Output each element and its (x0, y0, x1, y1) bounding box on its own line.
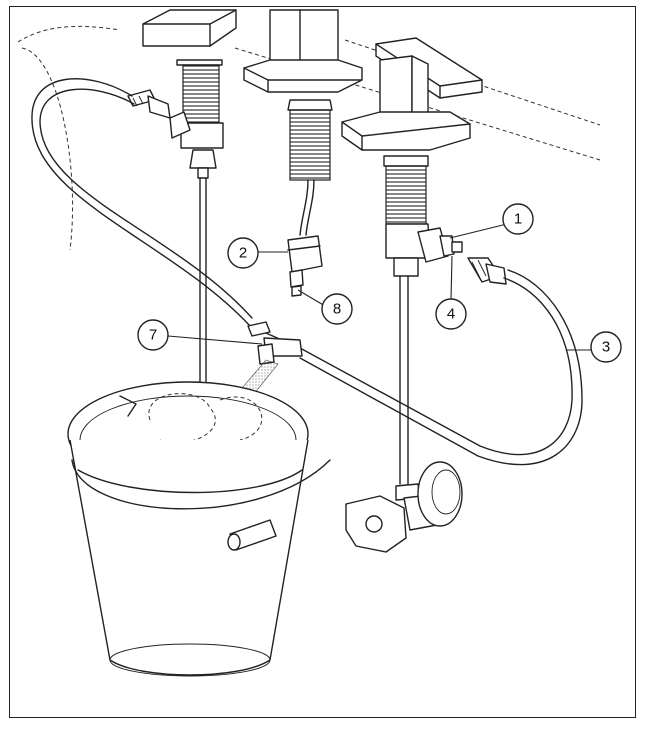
callout-2-label: 2 (239, 245, 247, 262)
left-hose-fitting (127, 89, 171, 119)
callout-leaders (167, 223, 600, 351)
flexible-hose (31, 78, 583, 466)
callout-4: 4 (435, 298, 467, 330)
left-valve (142, 9, 237, 430)
callout-8-label: 8 (333, 301, 341, 318)
center-valve (243, 9, 363, 236)
callout-1-label: 1 (514, 211, 522, 228)
callout-8: 8 (321, 293, 353, 325)
callout-1: 1 (502, 203, 534, 235)
bucket (67, 381, 331, 677)
part-2-connector (287, 235, 323, 297)
shutoff-valve (345, 461, 463, 553)
part-1-fitting (417, 227, 463, 263)
callout-7: 7 (137, 319, 169, 351)
callout-4-label: 4 (447, 306, 455, 323)
right-valve (341, 37, 483, 485)
callout-3: 3 (590, 331, 622, 363)
part-3-hose-fitting (467, 257, 507, 285)
callout-7-label: 7 (149, 327, 157, 344)
part-7-tee (247, 321, 303, 365)
callout-2: 2 (227, 237, 259, 269)
callout-3-label: 3 (602, 339, 610, 356)
